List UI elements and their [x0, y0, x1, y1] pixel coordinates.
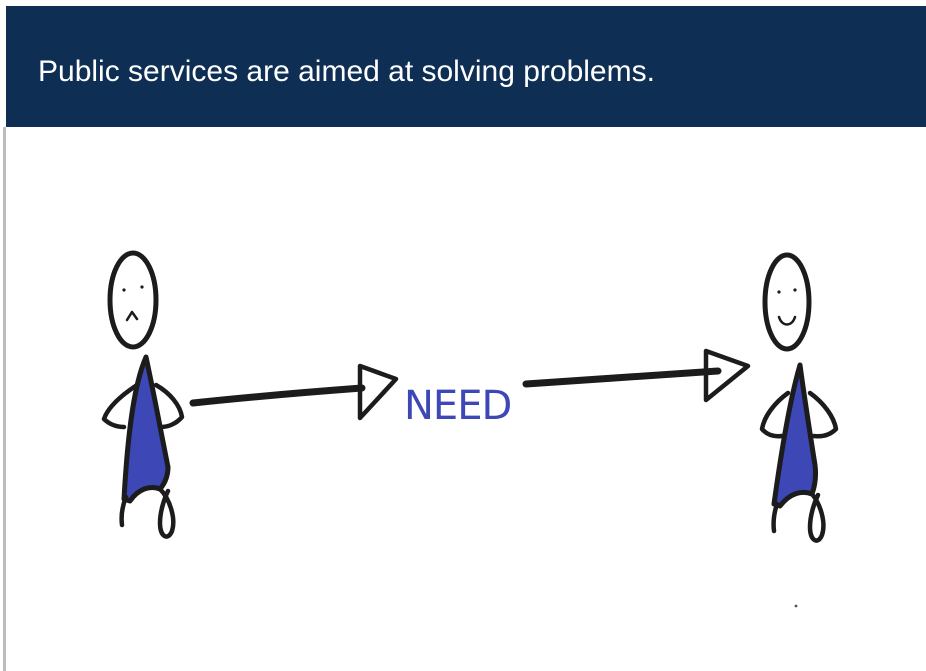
need-diagram: NEED: [101, 250, 839, 608]
sad-person-leg-left: [119, 494, 129, 528]
sad-person-eye-right: [140, 285, 144, 289]
sad-person-mouth: [125, 310, 139, 322]
sad-person-foot-right: [157, 486, 176, 539]
need-label: NEED: [404, 383, 511, 429]
arrow-to-need-shaft: [189, 384, 366, 407]
left-border: [3, 127, 6, 671]
happy-person-eye-right: [793, 288, 797, 292]
happy-person-eye-left: [777, 290, 781, 294]
sad-person-arm-right: [153, 382, 185, 430]
happy-person-foot-right: [807, 491, 826, 543]
happy-person-head: [762, 252, 812, 352]
happy-person-figure: [759, 252, 839, 543]
illustration-panel: NEED: [0, 127, 926, 671]
happy-person-leg-left: [771, 501, 780, 534]
happy-person-arm-left: [759, 390, 791, 439]
arrow-to-solved: [522, 348, 751, 403]
arrow-to-solved-shaft: [522, 367, 722, 388]
arrow-to-need: [189, 363, 399, 421]
happy-person-smile: [777, 315, 797, 326]
happy-person-arm-right: [807, 390, 839, 439]
sad-person-head: [107, 250, 159, 350]
slide-title: Public services are aimed at solving pro…: [38, 55, 655, 88]
sad-person-figure: [101, 250, 185, 539]
sad-person-eye-left: [122, 288, 126, 292]
arrow-to-need-head: [357, 363, 399, 421]
arrow-to-solved-head: [703, 348, 751, 403]
stray-mark: [794, 604, 798, 608]
sad-person-arm-left: [101, 382, 140, 430]
slide-header: Public services are aimed at solving pro…: [6, 6, 926, 127]
